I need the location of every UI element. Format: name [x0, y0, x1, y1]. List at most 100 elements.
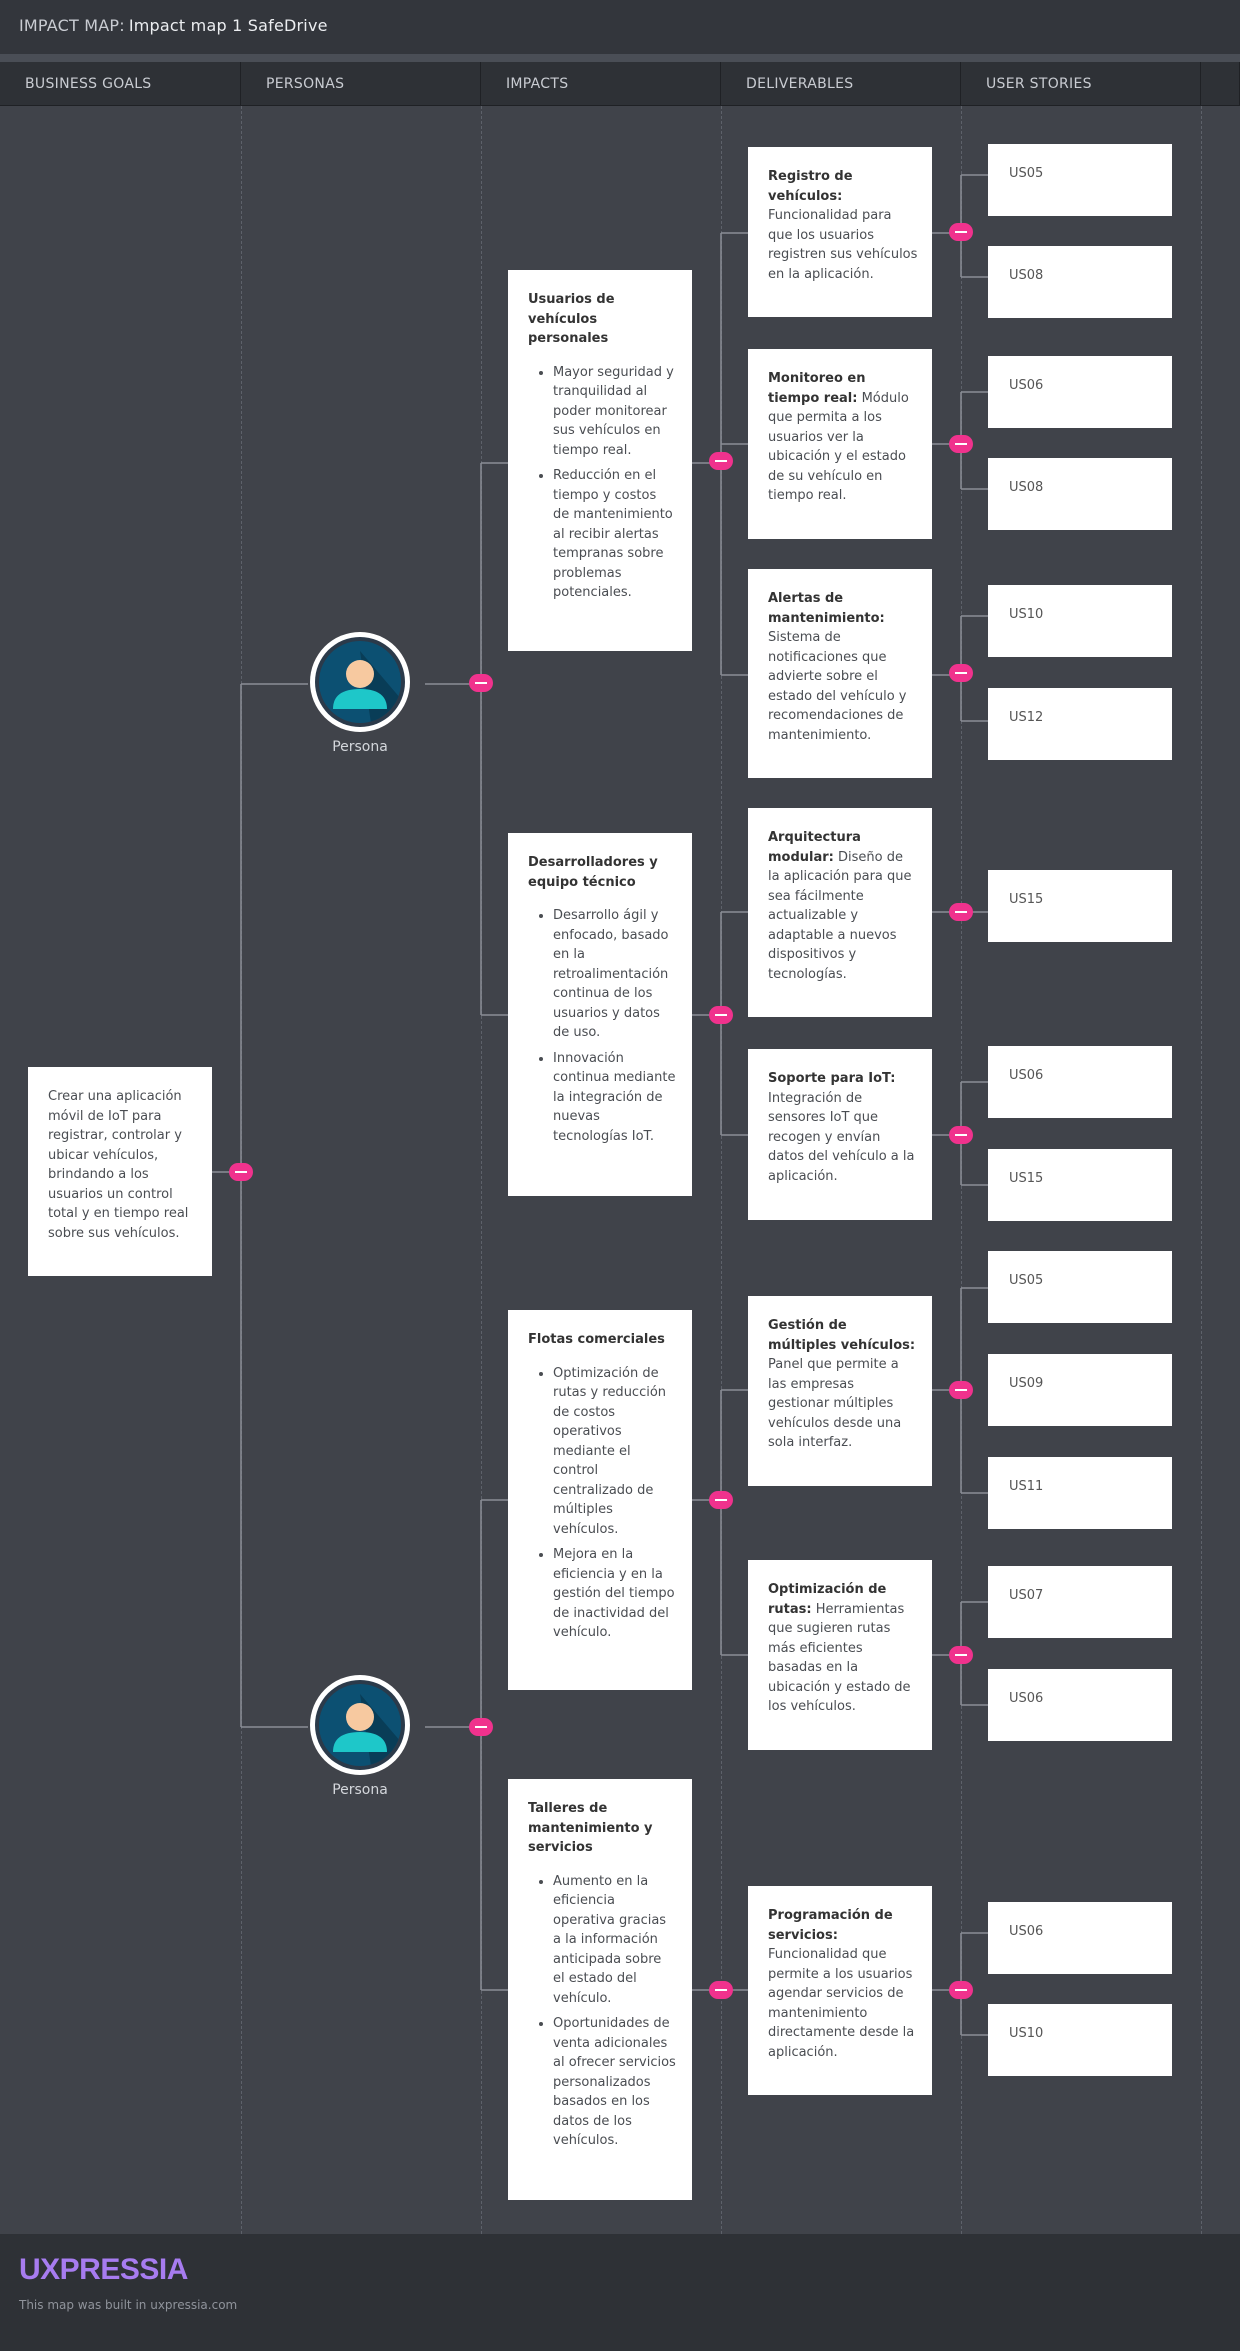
- deliverable-text: Herramientas que sugieren rutas más efic…: [768, 1601, 911, 1715]
- deliverable-card[interactable]: Registro de vehículos: Funcionalidad par…: [748, 147, 932, 317]
- user-story-card[interactable]: US12: [988, 688, 1172, 760]
- persona-avatar: [310, 1675, 410, 1775]
- business-goal-card[interactable]: Crear una aplicación móvil de IoT para r…: [28, 1067, 212, 1276]
- impact-card[interactable]: Talleres de mantenimiento y servicios Au…: [508, 1779, 692, 2200]
- column-divider: [721, 106, 722, 2234]
- user-story-card[interactable]: US09: [988, 1354, 1172, 1426]
- deliverable-title: Gestión de múltiples vehículos:: [768, 1318, 916, 1353]
- impact-title: Usuarios de vehículos personales: [528, 292, 615, 346]
- deliverable-card[interactable]: Programación de servicios: Funcionalidad…: [748, 1886, 932, 2095]
- deliverable-title: Programación de servicios:: [768, 1908, 893, 1943]
- user-story-card[interactable]: US06: [988, 1669, 1172, 1741]
- collapse-toggle-icon[interactable]: [949, 435, 973, 453]
- footer: [0, 2234, 1240, 2351]
- user-story-card[interactable]: US06: [988, 356, 1172, 428]
- impact-title: Desarrolladores y equipo técnico: [528, 855, 658, 890]
- footer-note: This map was built in uxpressia.com: [19, 2298, 238, 2312]
- impact-bullet: Innovación continua mediante la integrac…: [553, 1049, 676, 1147]
- user-story-card[interactable]: US05: [988, 1251, 1172, 1323]
- uxpressia-logo[interactable]: UXPRESSIA: [19, 2253, 188, 2286]
- deliverable-title: Optimización de rutas:: [768, 1582, 887, 1617]
- impact-bullet: Desarrollo ágil y enfocado, basado en la…: [553, 906, 676, 1043]
- deliverable-text: Panel que permite a las empresas gestion…: [768, 1357, 902, 1450]
- deliverable-card[interactable]: Arquitectura modular: Diseño de la aplic…: [748, 808, 932, 1017]
- impact-bullet: Mejora en la eficiencia y en la gestión …: [553, 1545, 676, 1643]
- user-story-card[interactable]: US05: [988, 144, 1172, 216]
- impact-bullet: Aumento en la eficiencia operativa graci…: [553, 1872, 676, 2009]
- map-title: IMPACT MAP:Impact map 1 SafeDrive: [19, 16, 328, 35]
- user-story-card[interactable]: US15: [988, 870, 1172, 942]
- impact-bullet: Mayor seguridad y tranquilidad al poder …: [553, 363, 676, 461]
- column-header-deliverables: DELIVERABLES: [721, 62, 961, 106]
- top-bar: IMPACT MAP:Impact map 1 SafeDrive: [0, 0, 1240, 54]
- user-story-card[interactable]: US10: [988, 585, 1172, 657]
- deliverable-text: Sistema de notificaciones que advierte s…: [768, 630, 907, 743]
- deliverable-text: Diseño de la aplicación para que sea fác…: [768, 849, 912, 982]
- map-title-prefix: IMPACT MAP:: [19, 16, 125, 35]
- column-header-impacts: IMPACTS: [481, 62, 721, 106]
- persona-label: Persona: [332, 739, 388, 755]
- persona-avatar: [310, 632, 410, 732]
- deliverable-card[interactable]: Alertas de mantenimiento: Sistema de not…: [748, 569, 932, 778]
- collapse-toggle-icon[interactable]: [949, 1126, 973, 1144]
- collapse-toggle-icon[interactable]: [709, 1981, 733, 1999]
- impact-title: Flotas comerciales: [528, 1332, 665, 1347]
- collapse-toggle-icon[interactable]: [949, 664, 973, 682]
- collapse-toggle-icon[interactable]: [709, 1006, 733, 1024]
- impact-bullets: Optimización de rutas y reducción de cos…: [528, 1364, 676, 1643]
- collapse-toggle-icon[interactable]: [469, 674, 493, 692]
- user-story-card[interactable]: US08: [988, 458, 1172, 530]
- deliverable-text: Funcionalidad para que los usuarios regi…: [768, 208, 918, 282]
- user-story-card[interactable]: US11: [988, 1457, 1172, 1529]
- persona-2[interactable]: Persona: [305, 1675, 415, 1798]
- user-story-card[interactable]: US07: [988, 1566, 1172, 1638]
- deliverable-text: Módulo que permita a los usuarios ver la…: [768, 390, 909, 504]
- collapse-toggle-icon[interactable]: [949, 1381, 973, 1399]
- user-story-card[interactable]: US06: [988, 1046, 1172, 1118]
- impact-bullet: Reducción en el tiempo y costos de mante…: [553, 466, 676, 603]
- impact-card[interactable]: Flotas comerciales Optimización de rutas…: [508, 1310, 692, 1690]
- deliverable-text: Funcionalidad que permite a los usuarios…: [768, 1947, 915, 2060]
- impact-bullets: Desarrollo ágil y enfocado, basado en la…: [528, 906, 676, 1146]
- impact-bullet: Oportunidades de venta adicionales al of…: [553, 2014, 676, 2151]
- impact-bullets: Mayor seguridad y tranquilidad al poder …: [528, 363, 676, 603]
- column-divider: [1201, 106, 1202, 2234]
- deliverable-text: Integración de sensores IoT que recogen …: [768, 1090, 915, 1184]
- impact-card[interactable]: Desarrolladores y equipo técnico Desarro…: [508, 833, 692, 1196]
- impact-bullets: Aumento en la eficiencia operativa graci…: [528, 1872, 676, 2151]
- column-header-personas: PERSONAS: [241, 62, 481, 106]
- deliverable-title: Alertas de mantenimiento:: [768, 591, 885, 626]
- user-story-card[interactable]: US06: [988, 1902, 1172, 1974]
- deliverable-card[interactable]: Soporte para IoT: Integración de sensore…: [748, 1049, 932, 1220]
- deliverable-card[interactable]: Monitoreo en tiempo real: Módulo que per…: [748, 349, 932, 539]
- header-strip: [0, 54, 1240, 62]
- person-icon: [333, 651, 401, 723]
- deliverable-title: Soporte para IoT:: [768, 1071, 896, 1086]
- collapse-toggle-icon[interactable]: [949, 223, 973, 241]
- deliverable-title: Arquitectura modular:: [768, 830, 861, 865]
- collapse-toggle-icon[interactable]: [949, 1646, 973, 1664]
- persona-label: Persona: [332, 1782, 388, 1798]
- column-header-business-goals: BUSINESS GOALS: [0, 62, 241, 106]
- impact-title: Talleres de mantenimiento y servicios: [528, 1801, 653, 1855]
- impact-bullet: Optimización de rutas y reducción de cos…: [553, 1364, 676, 1540]
- collapse-toggle-icon[interactable]: [229, 1163, 253, 1181]
- map-name[interactable]: Impact map 1 SafeDrive: [128, 16, 328, 35]
- collapse-toggle-icon[interactable]: [709, 452, 733, 470]
- column-divider: [481, 106, 482, 2234]
- collapse-toggle-icon[interactable]: [469, 1718, 493, 1736]
- user-story-card[interactable]: US15: [988, 1149, 1172, 1221]
- deliverable-title: Monitoreo en tiempo real:: [768, 371, 866, 406]
- collapse-toggle-icon[interactable]: [949, 1981, 973, 1999]
- collapse-toggle-icon[interactable]: [949, 903, 973, 921]
- person-icon: [333, 1694, 401, 1766]
- deliverable-card[interactable]: Optimización de rutas: Herramientas que …: [748, 1560, 932, 1750]
- column-header-user-stories: USER STORIES: [961, 62, 1201, 106]
- deliverable-card[interactable]: Gestión de múltiples vehículos: Panel qu…: [748, 1296, 932, 1486]
- impact-card[interactable]: Usuarios de vehículos personales Mayor s…: [508, 270, 692, 651]
- user-story-card[interactable]: US10: [988, 2004, 1172, 2076]
- user-story-card[interactable]: US08: [988, 246, 1172, 318]
- persona-1[interactable]: Persona: [305, 632, 415, 755]
- collapse-toggle-icon[interactable]: [709, 1491, 733, 1509]
- deliverable-title: Registro de vehículos:: [768, 169, 853, 204]
